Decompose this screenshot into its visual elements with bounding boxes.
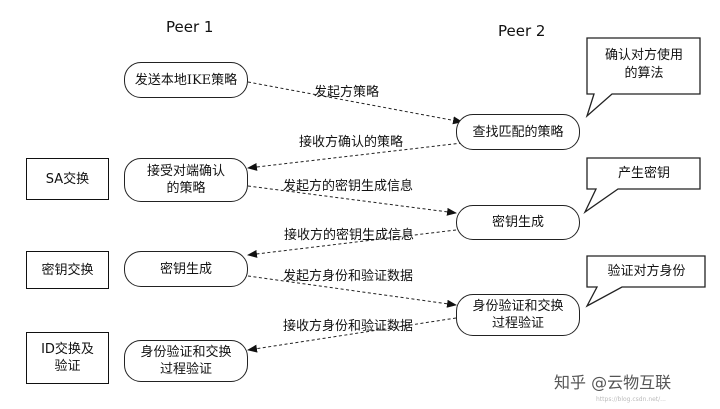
peer1-key-generation: 密钥生成 [124, 251, 248, 287]
arrow-initiator-auth-data [247, 275, 457, 308]
message-initiator-key-info: 发起方的密钥生成信息 [283, 179, 414, 194]
note-verify-identity: 验证对方身份 [607, 264, 686, 279]
message-initiator-policy: 发起方策略 [314, 85, 380, 100]
message-initiator-auth-data: 发起方身份和验证数据 [283, 269, 414, 284]
arrow-responder-auth-data [247, 317, 457, 353]
watermark-url: https://blog.csdn.net/... [596, 396, 666, 403]
arrow-confirmed-policy [247, 142, 463, 171]
peer-2-label: Peer 2 [498, 22, 546, 40]
message-responder-confirmed-policy: 接收方确认的策略 [299, 135, 404, 150]
peer1-accept-confirmed-policy: 接受对端确认 的策略 [124, 158, 248, 202]
peer2-key-generation: 密钥生成 [456, 205, 580, 240]
peer1-auth-verification: 身份验证和交换 过程验证 [124, 340, 248, 382]
note-callout-gen-key [583, 157, 701, 214]
peer2-find-matching-policy: 查找匹配的策略 [456, 114, 580, 150]
note-callout-confirm-algo [585, 37, 701, 119]
note-callout-verify-id [585, 255, 706, 308]
note-generate-key: 产生密钥 [617, 166, 670, 181]
peer2-auth-verification: 身份验证和交换 过程验证 [456, 294, 580, 336]
message-responder-auth-data: 接收方身份和验证数据 [283, 319, 414, 334]
phase-id-exchange: ID交换及 验证 [26, 332, 109, 384]
peer1-send-local-ike-policy: 发送本地IKE策略 [124, 62, 248, 98]
note-confirm-algorithm: 确认对方使用 的算法 [604, 48, 683, 81]
arrow-responder-key-info [247, 229, 457, 258]
message-responder-key-info: 接收方的密钥生成信息 [284, 228, 415, 243]
phase-sa-exchange: SA交换 [26, 158, 109, 200]
arrow-initiator-key-info [247, 185, 457, 216]
watermark-zhihu: 知乎 @云物互联 [554, 373, 672, 392]
peer-1-label: Peer 1 [166, 18, 214, 36]
phase-key-exchange: 密钥交换 [26, 251, 109, 289]
